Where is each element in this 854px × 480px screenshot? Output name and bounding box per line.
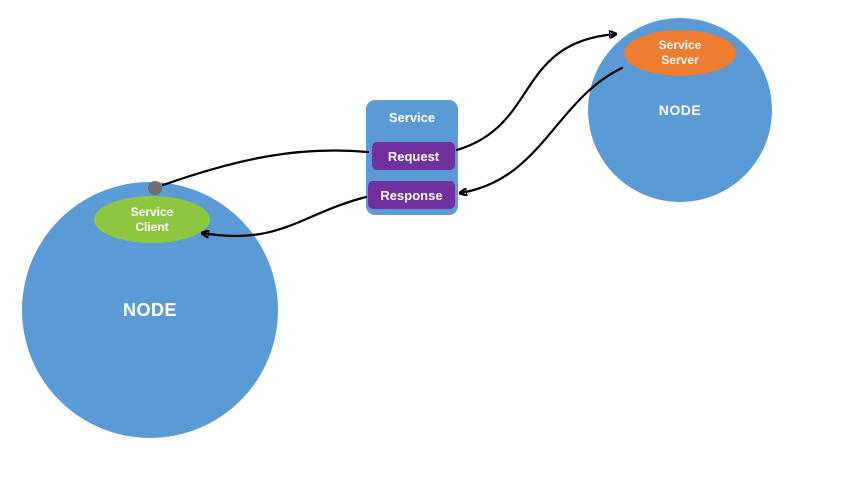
request-label: Request	[387, 148, 440, 164]
line-client-to-request	[161, 149, 370, 187]
service-box: Service Request Response	[366, 100, 458, 215]
response-label: Response	[380, 187, 443, 203]
right-node-label: NODE	[658, 102, 702, 118]
service-client-ellipse: Service Client	[94, 196, 210, 243]
service-server-ellipse: Service Server	[624, 30, 736, 76]
service-server-label: Service Server	[658, 38, 702, 67]
service-client-label: Service Client	[130, 204, 174, 234]
response-box: Response	[368, 181, 455, 209]
left-node-label: NODE	[122, 299, 177, 320]
connection-dot	[148, 181, 162, 195]
service-box-title: Service	[388, 110, 436, 125]
request-box: Request	[372, 142, 455, 170]
